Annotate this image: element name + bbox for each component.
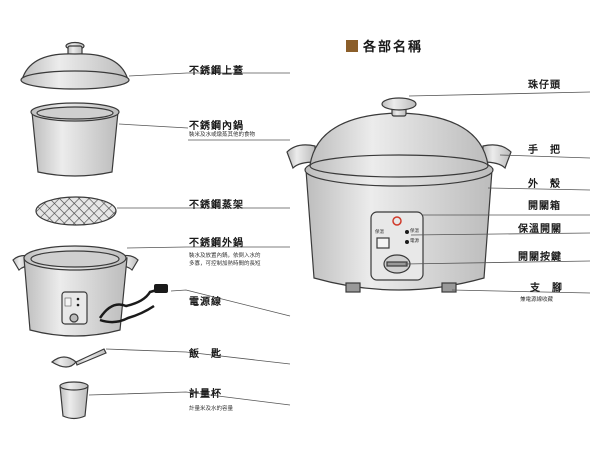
note-feet: 兼電源線收藏 (520, 297, 554, 303)
label-handle: 手 把 (528, 145, 561, 156)
label-keep-warm-switch: 保溫開關 (518, 224, 562, 235)
label-power-cord: 電源線 (189, 297, 222, 308)
label-inner-pot: 不銹鋼內鍋 (189, 121, 244, 132)
label-measuring-cup: 計量杯 (189, 389, 222, 400)
label-lid: 不銹鋼上蓋 (189, 66, 244, 77)
cooker-drawing (286, 97, 512, 293)
lid-drawing (20, 41, 130, 90)
panel-indicator-2: 電源 (410, 239, 419, 244)
indicator-light-icon (405, 240, 409, 244)
label-switch-box: 開關箱 (528, 201, 561, 212)
label-switch-button: 開關按鍵 (518, 252, 562, 263)
measuring-cup-drawing (59, 381, 89, 420)
title-marker-icon (346, 39, 358, 52)
label-feet: 支 腳 (530, 283, 563, 294)
plug-drawing (154, 284, 168, 293)
brand-logo-icon (392, 216, 402, 226)
leader-lines (88, 72, 591, 406)
steam-rack-drawing (35, 196, 117, 226)
power-cord-drawing (98, 288, 158, 324)
label-knob: 珠仔頭 (528, 80, 561, 91)
panel-left-label: 保溫 (375, 230, 384, 235)
note-measuring-cup: 計量米及水的容量 (189, 406, 234, 412)
panel-indicator-1: 保溫 (410, 229, 419, 234)
section-title-text: 各部名稱 (363, 40, 424, 55)
rice-spoon-drawing (50, 348, 107, 368)
section-title: 各部名稱 (346, 36, 423, 55)
label-shell: 外 殼 (528, 179, 561, 190)
control-panel-details (64, 216, 409, 307)
label-steam-rack: 不銹鋼蒸架 (189, 200, 244, 211)
note-outer-pot-2: 多寡，可控制加熱時間的長短 (189, 261, 261, 267)
note-inner-pot: 裝米及水或燉蒸其他的食物 (189, 132, 256, 138)
label-rice-spoon: 飯 匙 (189, 349, 222, 360)
note-outer-pot-1: 裝水及放置內鍋，依倒入水的 (189, 253, 261, 259)
inner-pot-drawing (30, 102, 120, 177)
indicator-light-icon (405, 230, 409, 234)
label-outer-pot: 不銹鋼外鍋 (189, 238, 244, 249)
